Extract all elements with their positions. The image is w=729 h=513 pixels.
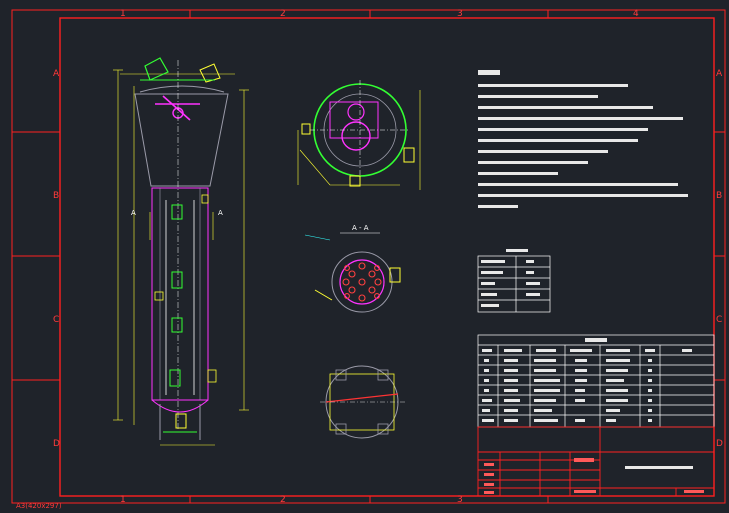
top-view xyxy=(297,80,421,190)
drawing-title-strokes xyxy=(625,466,693,469)
base-view xyxy=(320,365,405,439)
row-label-a: A xyxy=(53,69,60,79)
col-label-2: 2 xyxy=(280,9,286,19)
col-label-3-bottom: 3 xyxy=(457,495,463,505)
row-label-b: B xyxy=(53,191,59,201)
section-aa-holes xyxy=(342,262,382,302)
section-aa-label: A - A xyxy=(352,224,369,232)
design-data-table-text xyxy=(481,249,540,307)
frame-ticks xyxy=(12,10,725,503)
col-label-4: 4 xyxy=(633,9,639,19)
row-label-d-right: D xyxy=(716,439,723,449)
vessel-elevation xyxy=(113,57,249,446)
sheet-frame xyxy=(11,9,726,504)
section-aa-view xyxy=(304,232,401,313)
row-label-c-right: C xyxy=(716,315,722,325)
design-data-table xyxy=(477,255,551,313)
row-label-a-right: A xyxy=(716,69,723,79)
sheet-size-label: A3(420x297) xyxy=(16,502,62,510)
title-block xyxy=(477,426,715,497)
row-label-c: C xyxy=(53,315,59,325)
nozzle-table xyxy=(477,334,715,428)
technical-notes-block xyxy=(478,70,688,208)
section-mark-left: A xyxy=(131,209,136,217)
row-label-d: D xyxy=(53,439,60,449)
title-block-text xyxy=(484,458,704,494)
row-label-b-right: B xyxy=(716,191,722,201)
col-label-3: 3 xyxy=(457,9,463,19)
section-mark-right: A xyxy=(218,209,223,217)
nozzle-table-text xyxy=(482,338,692,422)
col-label-2-bottom: 2 xyxy=(280,495,286,505)
col-label-1-bottom: 1 xyxy=(120,495,126,505)
col-label-1: 1 xyxy=(120,9,126,19)
